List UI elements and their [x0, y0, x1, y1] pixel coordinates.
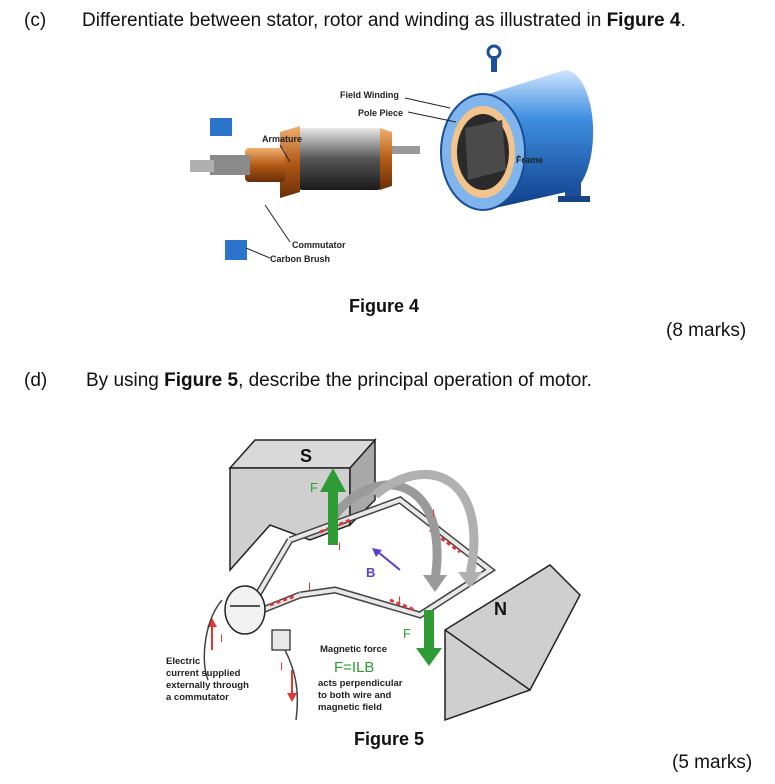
label-current-6: I	[280, 661, 283, 673]
figure-5-illustration: S N F F B I I I I I I Electric current s…	[166, 438, 581, 722]
b-field-arrow	[377, 551, 401, 571]
b-field-arrowhead	[372, 548, 382, 557]
commutator	[224, 585, 291, 651]
label-force-note-1: acts perpendicular	[318, 678, 403, 689]
label-south: S	[300, 446, 312, 466]
label-current-5: I	[220, 633, 223, 645]
north-pole-magnet	[444, 564, 581, 722]
question-d-text-before: By using	[86, 370, 165, 391]
question-d-marks: (5 marks)	[672, 752, 753, 773]
question-c-label: (c)	[24, 10, 47, 31]
label-left-note-4: a commutator	[166, 692, 229, 703]
label-formula: F=ILB	[334, 659, 374, 676]
label-frame: Frame	[516, 155, 543, 165]
rotation-arrowhead-2	[458, 572, 482, 588]
rotation-arrow-2	[372, 469, 479, 576]
label-north: N	[494, 599, 507, 619]
question-c-text: Differentiate between stator, rotor and …	[82, 10, 686, 32]
south-pole-magnet	[228, 438, 377, 572]
rotor-armature	[190, 118, 420, 260]
label-force-bottom: F	[403, 626, 411, 641]
figure-4-illustration: Field Winding Pole Piece Armature Frame …	[190, 44, 594, 264]
question-c-figure-ref: Figure 4	[606, 10, 681, 31]
question-d-text: By using Figure 5, describe the principa…	[86, 370, 592, 392]
figure-4-caption: Figure 4	[349, 296, 420, 316]
question-c-text-after: .	[680, 10, 686, 31]
label-armature: Armature	[262, 134, 302, 144]
figure-5-caption: Figure 5	[354, 729, 425, 749]
label-field-winding: Field Winding	[340, 90, 399, 100]
question-c-text-before: Differentiate between stator, rotor and …	[82, 10, 607, 31]
question-d-label: (d)	[24, 370, 48, 391]
label-current-3: I	[308, 581, 311, 593]
rotation-arrow-1	[331, 480, 442, 581]
question-c-marks: (8 marks)	[666, 320, 747, 341]
label-b-field: B	[366, 565, 375, 580]
label-current-4: I	[398, 595, 401, 607]
current-arrowhead-down	[287, 693, 297, 702]
label-force-title: Magnetic force	[320, 644, 387, 655]
label-carbon-brush: Carbon Brush	[270, 254, 330, 264]
label-left-note-3: externally through	[166, 680, 249, 691]
rotation-arrowhead-1	[423, 575, 447, 592]
label-current-1: I	[432, 508, 435, 520]
force-arrow-down	[416, 610, 442, 666]
stator-frame	[440, 44, 594, 211]
label-force-top: F	[310, 480, 318, 495]
label-force-note-3: magnetic field	[318, 702, 382, 713]
question-d-text-after: , describe the principal operation of mo…	[238, 370, 592, 391]
label-current-2: I	[338, 541, 341, 553]
label-left-note-1: Electric	[166, 656, 200, 667]
label-commutator: Commutator	[292, 240, 346, 250]
force-arrow-up	[320, 468, 346, 545]
label-force-note-2: to both wire and	[318, 690, 392, 701]
label-left-note-2: current supplied	[166, 668, 241, 679]
question-d-figure-ref: Figure 5	[164, 370, 239, 391]
label-pole-piece: Pole Piece	[358, 108, 403, 118]
